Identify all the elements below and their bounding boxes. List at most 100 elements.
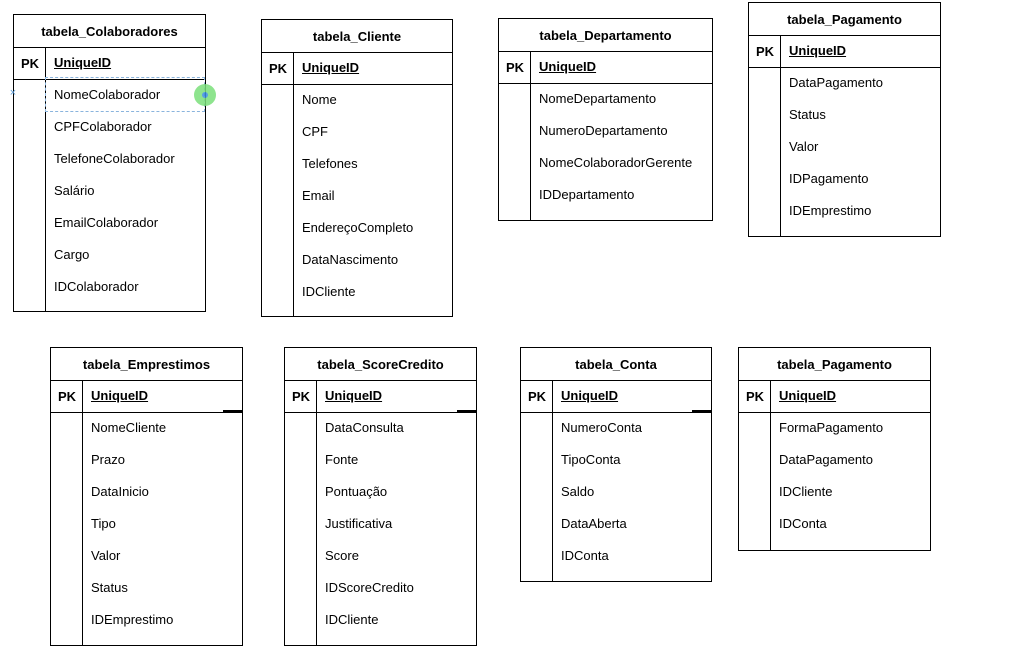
field-row[interactable]: Salário xyxy=(54,183,95,198)
column-divider xyxy=(552,380,553,581)
field-row[interactable]: IDPagamento xyxy=(789,171,869,186)
field-row[interactable]: DataInicio xyxy=(91,484,149,499)
table-title[interactable]: tabela_Cliente xyxy=(262,20,452,53)
table-conta[interactable]: tabela_Conta PK UniqueID NumeroConta Tip… xyxy=(520,347,712,582)
field-row[interactable]: IDEmprestimo xyxy=(91,612,174,627)
field-row[interactable]: NumeroDepartamento xyxy=(539,123,668,138)
column-divider xyxy=(770,380,771,550)
pk-row[interactable]: PK UniqueID xyxy=(262,52,452,85)
pk-field[interactable]: UniqueID xyxy=(789,43,847,58)
field-row[interactable]: IDColaborador xyxy=(54,279,139,294)
field-row[interactable]: EmailColaborador xyxy=(54,215,159,230)
field-row[interactable]: Valor xyxy=(789,139,819,154)
field-row[interactable]: NumeroConta xyxy=(561,420,642,435)
table-departamento[interactable]: tabela_Departamento PK UniqueID NomeDepa… xyxy=(498,18,713,221)
column-divider xyxy=(530,51,531,220)
field-row[interactable]: IDScoreCredito xyxy=(325,580,414,595)
pk-row[interactable]: PK UniqueID xyxy=(285,380,476,413)
field-row[interactable]: CPFColaborador xyxy=(54,119,152,134)
field-row[interactable]: IDDepartamento xyxy=(539,187,635,202)
field-row[interactable]: Status xyxy=(789,107,826,122)
field-row[interactable]: Score xyxy=(325,548,359,563)
pk-row[interactable]: PK UniqueID xyxy=(739,380,930,413)
field-row[interactable]: TelefoneColaborador xyxy=(54,151,175,166)
table-emprestimos[interactable]: tabela_Emprestimos PK UniqueID NomeClien… xyxy=(50,347,243,646)
field-row[interactable]: Telefones xyxy=(302,156,358,171)
table-title[interactable]: tabela_Emprestimos xyxy=(51,348,242,381)
field-row[interactable]: Justificativa xyxy=(325,516,393,531)
table-title[interactable]: tabela_Colaboradores xyxy=(14,15,205,48)
field-row[interactable]: CPF xyxy=(302,124,328,139)
field-row[interactable]: Saldo xyxy=(561,484,595,499)
table-pagamento-top[interactable]: tabela_Pagamento PK UniqueID DataPagamen… xyxy=(748,2,941,237)
pk-row[interactable]: PK UniqueID xyxy=(51,380,242,413)
field-list: DataPagamento Status Valor IDPagamento I… xyxy=(789,67,940,227)
pk-underline xyxy=(223,410,243,412)
field-row[interactable]: IDConta xyxy=(779,516,827,531)
table-colaboradores[interactable]: tabela_Colaboradores PK UniqueID NomeCol… xyxy=(13,14,206,312)
pk-label: PK xyxy=(57,388,77,404)
pk-row[interactable]: PK UniqueID xyxy=(499,51,712,84)
pk-label: PK xyxy=(505,59,525,75)
table-title[interactable]: tabela_Pagamento xyxy=(749,3,940,36)
table-title[interactable]: tabela_Pagamento xyxy=(739,348,930,381)
table-title[interactable]: tabela_Conta xyxy=(521,348,711,381)
pk-field[interactable]: UniqueID xyxy=(91,388,149,403)
field-row[interactable]: Status xyxy=(91,580,128,595)
column-divider xyxy=(82,380,83,645)
pk-label: PK xyxy=(527,388,547,404)
pk-field[interactable]: UniqueID xyxy=(302,60,360,75)
field-list: FormaPagamento DataPagamento IDCliente I… xyxy=(779,412,930,540)
connection-handle-icon[interactable] xyxy=(194,84,216,106)
table-title[interactable]: tabela_ScoreCredito xyxy=(285,348,476,381)
field-row[interactable]: IDCliente xyxy=(779,484,833,499)
pk-label: PK xyxy=(745,388,765,404)
pk-row[interactable]: PK UniqueID xyxy=(749,35,940,68)
field-row[interactable]: IDCliente xyxy=(302,284,356,299)
table-scorecredito[interactable]: tabela_ScoreCredito PK UniqueID DataCons… xyxy=(284,347,477,646)
table-pagamento-bottom[interactable]: tabela_Pagamento PK UniqueID FormaPagame… xyxy=(738,347,931,551)
pk-field[interactable]: UniqueID xyxy=(54,55,112,70)
field-row[interactable]: Pontuação xyxy=(325,484,388,499)
column-divider xyxy=(780,35,781,236)
pk-underline xyxy=(692,410,712,412)
pk-field[interactable]: UniqueID xyxy=(779,388,837,403)
table-cliente[interactable]: tabela_Cliente PK UniqueID Nome CPF Tele… xyxy=(261,19,453,317)
field-row[interactable]: Email xyxy=(302,188,335,203)
pk-field[interactable]: UniqueID xyxy=(539,59,597,74)
field-row[interactable]: TipoConta xyxy=(561,452,621,467)
field-row[interactable]: NomeColaborador xyxy=(54,87,161,102)
pk-label: PK xyxy=(268,60,288,76)
field-row[interactable]: Nome xyxy=(302,92,337,107)
field-list: Nome CPF Telefones Email EndereçoComplet… xyxy=(302,84,452,308)
column-divider xyxy=(316,380,317,645)
field-row[interactable]: Valor xyxy=(91,548,121,563)
field-row[interactable]: Fonte xyxy=(325,452,359,467)
field-row[interactable]: IDConta xyxy=(561,548,609,563)
field-row[interactable]: NomeColaboradorGerente xyxy=(539,155,693,170)
field-row[interactable]: IDCliente xyxy=(325,612,379,627)
pk-field[interactable]: UniqueID xyxy=(325,388,383,403)
field-row[interactable]: DataNascimento xyxy=(302,252,399,267)
field-row[interactable]: DataPagamento xyxy=(789,75,883,90)
field-row[interactable]: NomeDepartamento xyxy=(539,91,657,106)
table-title[interactable]: tabela_Departamento xyxy=(499,19,712,52)
connection-point-icon[interactable]: × xyxy=(9,87,17,99)
field-row[interactable]: IDEmprestimo xyxy=(789,203,872,218)
field-row[interactable]: DataAberta xyxy=(561,516,627,531)
pk-field[interactable]: UniqueID xyxy=(561,388,619,403)
field-row[interactable]: EndereçoCompleto xyxy=(302,220,414,235)
field-row[interactable]: DataPagamento xyxy=(779,452,873,467)
pk-label: PK xyxy=(755,43,775,59)
column-divider xyxy=(45,47,46,311)
field-row[interactable]: FormaPagamento xyxy=(779,420,884,435)
pk-row[interactable]: PK UniqueID xyxy=(14,47,205,80)
pk-row[interactable]: PK UniqueID xyxy=(521,380,711,413)
field-list: NomeCliente Prazo DataInicio Tipo Valor … xyxy=(91,412,242,636)
field-row[interactable]: Prazo xyxy=(91,452,125,467)
field-row[interactable]: Tipo xyxy=(91,516,116,531)
pk-underline xyxy=(457,410,477,412)
field-row[interactable]: Cargo xyxy=(54,247,90,262)
field-row[interactable]: NomeCliente xyxy=(91,420,167,435)
field-row[interactable]: DataConsulta xyxy=(325,420,404,435)
